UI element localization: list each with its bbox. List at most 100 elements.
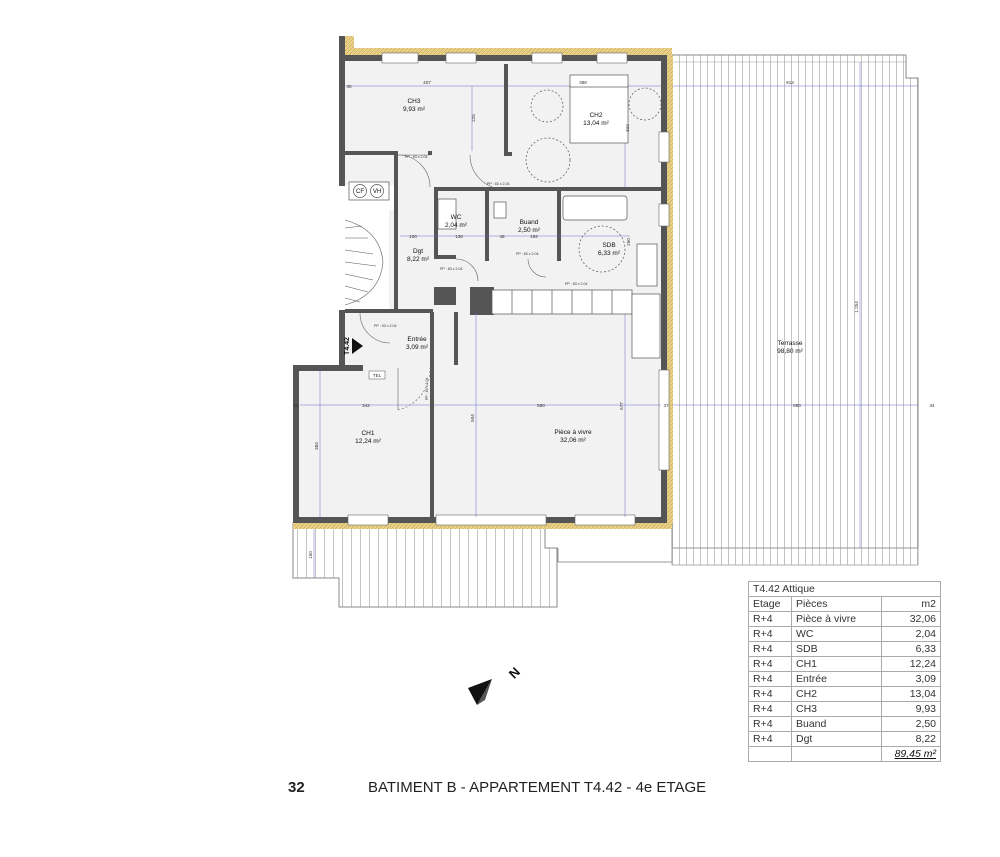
table-row: R+4 Dgt 8,22 (748, 731, 941, 747)
room-ch1-name: CH1 (361, 430, 374, 437)
surface-table: T4.42 Attique Etage Pièces m2 R+4 Pièce … (748, 581, 941, 762)
row-etage: R+4 (748, 671, 792, 687)
table-row: R+4 CH2 13,04 (748, 686, 941, 702)
row-m2: 9,93 (881, 701, 941, 717)
room-ch1-area: 12,24 m² (355, 438, 381, 445)
north-arrow-icon: N (468, 664, 523, 705)
room-piece-name: Pièce à vivre (554, 429, 592, 436)
header-m2: m2 (881, 596, 941, 612)
table-title: T4.42 Attique (748, 581, 941, 597)
dim-342: 342 (362, 403, 370, 408)
table-title-row: T4.42 Attique (748, 581, 941, 597)
row-piece: WC (791, 626, 882, 642)
dim-883: 883 (793, 403, 801, 408)
dim-100: 100 (409, 234, 417, 239)
table-header-row: Etage Pièces m2 (748, 596, 941, 612)
dim-48: 48 (499, 234, 505, 239)
room-sdb-area: 6,33 m² (598, 250, 621, 257)
table-total-row: 89,45 m² (748, 746, 941, 762)
row-m2: 32,06 (881, 611, 941, 627)
room-wc-name: WC (451, 214, 462, 221)
row-m2: 3,09 (881, 671, 941, 687)
room-piece-area: 32,06 m² (560, 437, 586, 444)
row-etage: R+4 (748, 731, 792, 747)
row-m2: 2,04 (881, 626, 941, 642)
fixture-tel: TEL (373, 373, 382, 378)
row-piece: Pièce à vivre (791, 611, 882, 627)
table-row: R+4 WC 2,04 (748, 626, 941, 642)
row-piece: CH1 (791, 656, 882, 672)
dim-34: 34 (929, 403, 935, 408)
furniture (348, 74, 662, 359)
facade-insulation (293, 36, 673, 529)
dim-192: 192 (530, 234, 538, 239)
room-ch3-area: 9,93 m² (403, 106, 426, 113)
row-etage: R+4 (748, 701, 792, 717)
row-piece: CH2 (791, 686, 882, 702)
door-tag-6: PP : 93 x 2.04 (374, 324, 397, 328)
door-tag-7: PP : 83 x 2.04 (425, 377, 429, 400)
table-row: R+4 Pièce à vivre 32,06 (748, 611, 941, 627)
table-row: R+4 Buand 2,50 (748, 716, 941, 732)
dim-322: 322 (625, 124, 630, 132)
room-buand-area: 2,50 m² (518, 227, 541, 234)
dim-30: 30 (346, 84, 352, 89)
row-m2: 8,22 (881, 731, 941, 747)
table-row: R+4 SDB 6,33 (748, 641, 941, 657)
table-total: 89,45 m² (881, 746, 941, 762)
balcony (292, 522, 558, 608)
dimension-lines (300, 62, 918, 578)
terrace (557, 54, 919, 566)
row-etage: R+4 (748, 626, 792, 642)
dim-20: 20 (293, 403, 299, 408)
dim-577: 577 (619, 402, 624, 410)
dim-225: 225 (471, 114, 476, 122)
row-m2: 12,24 (881, 656, 941, 672)
header-etage: Etage (748, 596, 792, 612)
dim-150: 150 (308, 551, 313, 559)
page-number: 32 (288, 779, 305, 796)
table-row: R+4 CH1 12,24 (748, 656, 941, 672)
door-tag-1: PP : 83 x 2.04 (405, 155, 428, 159)
room-dgt-name: Dgt (413, 248, 423, 255)
room-dgt-area: 8,22 m² (407, 256, 430, 263)
page-heading: BATIMENT B - APPARTEMENT T4.42 - 4e ETAG… (368, 779, 707, 796)
dim-384: 384 (314, 442, 319, 450)
row-piece: SDB (791, 641, 882, 657)
room-ch2-area: 13,04 m² (583, 120, 609, 127)
dim-580: 580 (537, 403, 545, 408)
dim-407: 407 (423, 80, 431, 85)
row-etage: R+4 (748, 716, 792, 732)
row-etage: R+4 (748, 641, 792, 657)
table-row: R+4 CH3 9,93 (748, 701, 941, 717)
row-piece: Buand (791, 716, 882, 732)
room-entree-area: 3,09 m² (406, 344, 429, 351)
unit-marker: T4.42 (344, 337, 351, 355)
room-wc-area: 2,04 m² (445, 222, 468, 229)
room-terrasse-name: Terrasse (778, 340, 803, 347)
dim-388: 388 (579, 80, 587, 85)
room-ch2-name: CH2 (589, 112, 602, 119)
north-label: N (506, 664, 523, 681)
entry-arrow-icon (352, 338, 363, 354)
row-piece: Dgt (791, 731, 882, 747)
row-m2: 13,04 (881, 686, 941, 702)
row-m2: 6,33 (881, 641, 941, 657)
interior-walls (345, 64, 662, 522)
header-pieces: Pièces (791, 596, 882, 612)
row-etage: R+4 (748, 686, 792, 702)
doors (359, 154, 547, 411)
table-row: R+4 Entrée 3,09 (748, 671, 941, 687)
door-tag-2: PP : 83 x 2.04 (487, 182, 510, 186)
row-m2: 2,50 (881, 716, 941, 732)
windows (347, 52, 670, 526)
fixture-vh: VH (373, 189, 381, 195)
row-etage: R+4 (748, 656, 792, 672)
dim-913: 913 (786, 80, 794, 85)
room-terrasse-area: 98,80 m² (777, 348, 803, 355)
dim-504: 504 (470, 414, 475, 422)
row-etage: R+4 (748, 611, 792, 627)
dim-37: 37 (663, 403, 669, 408)
door-tag-5: PP : 83 x 2.04 (565, 282, 588, 286)
